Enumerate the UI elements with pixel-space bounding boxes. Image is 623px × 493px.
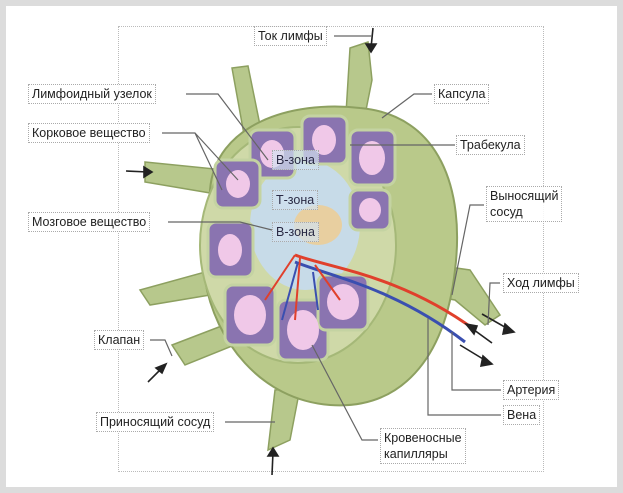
- label-lymph-flow-in: Ток лимфы: [254, 26, 327, 46]
- label-vein: Вена: [503, 405, 541, 425]
- label-b-zone-2: В-зона: [272, 222, 319, 242]
- label-afferent-vessel: Приносящий сосуд: [96, 412, 215, 432]
- label-capillaries-line1: Кровеносные: [384, 431, 462, 445]
- label-trabecula: Трабекула: [456, 135, 525, 155]
- label-lymph-flow-out: Ход лимфы: [503, 273, 579, 293]
- label-blood-capillaries: Кровеносные капилляры: [380, 428, 466, 464]
- label-capillaries-line2: капилляры: [384, 447, 448, 461]
- label-cortex: Корковое вещество: [28, 123, 150, 143]
- label-lymphoid-nodule: Лимфоидный узелок: [28, 84, 156, 104]
- label-b-zone-1: В-зона: [272, 150, 319, 170]
- blood-vessels: [264, 253, 476, 344]
- label-valve: Клапан: [94, 330, 145, 350]
- label-t-zone: Т-зона: [272, 190, 319, 210]
- label-capsule: Капсула: [434, 84, 490, 104]
- label-artery: Артерия: [503, 380, 560, 400]
- flow-arrows: [125, 27, 516, 476]
- label-medulla: Мозговое вещество: [28, 212, 151, 232]
- label-efferent-vessel: Выносящий сосуд: [486, 186, 563, 222]
- diagram-frame: [118, 26, 544, 472]
- label-efferent-vessel-line2: сосуд: [490, 205, 523, 219]
- label-efferent-vessel-line1: Выносящий: [490, 189, 559, 203]
- leader-lines: [150, 35, 501, 441]
